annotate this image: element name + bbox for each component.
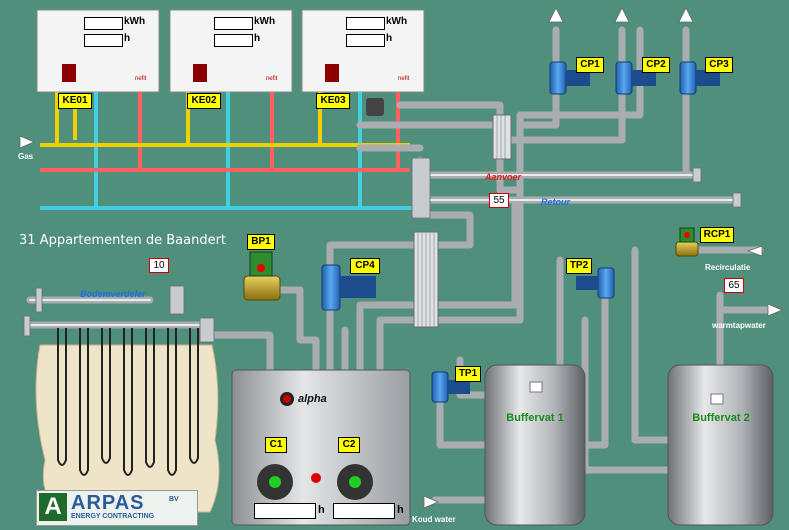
koud-water-label: Koud water	[412, 515, 456, 524]
aanvoer-label: Aanvoer	[485, 172, 522, 182]
ke02-energy-readout	[214, 17, 253, 30]
ke03-tag[interactable]: KE03	[316, 93, 350, 109]
c1-tag[interactable]: C1	[265, 437, 287, 453]
ke02-h-unit: h	[254, 33, 261, 44]
c1-hours-unit: h	[318, 504, 325, 516]
ke02-kwh-unit: kWh	[254, 16, 276, 27]
logo-name: ARPAS	[71, 492, 145, 514]
logo-suffix: BV	[169, 496, 179, 503]
flanges	[23, 157, 742, 343]
heatpump-brand: alpha	[298, 393, 327, 405]
retour-label: Retour	[541, 197, 570, 207]
buffervat1-label: Buffervat 1	[506, 412, 564, 424]
ke02-hours-readout	[214, 34, 253, 47]
ke01-tag[interactable]: KE01	[58, 93, 92, 109]
ke03-hours-readout	[346, 34, 385, 47]
arrow-heads	[19, 7, 784, 509]
page-title: 31 Appartementen de Baandert	[19, 233, 227, 248]
c2-hours-readout	[333, 503, 395, 519]
mains	[40, 143, 420, 210]
ground-field	[35, 328, 220, 513]
recirculatie-label: Recirculatie	[705, 263, 751, 272]
cp1-tag[interactable]: CP1	[576, 57, 604, 73]
ke02-tag[interactable]: KE02	[187, 93, 221, 109]
arpas-logo: A ARPAS BV ENERGY CONTRACTING	[36, 490, 198, 526]
buffervat2-label: Buffervat 2	[692, 412, 750, 424]
ke03-h-unit: h	[386, 33, 393, 44]
meter-drops	[55, 92, 400, 208]
bp1-tag[interactable]: BP1	[247, 234, 275, 250]
cp4-tag[interactable]: CP4	[350, 258, 380, 274]
buffer-tanks	[484, 364, 774, 526]
warmtapwater-label: warmtapwater	[712, 321, 766, 330]
ke01-hours-readout	[84, 34, 123, 47]
ke01-brand: nefit	[135, 76, 147, 82]
bodemverdeler-label: Bodemverdeler	[80, 289, 146, 299]
tp1-tag[interactable]: TP1	[455, 366, 481, 382]
bodem-temp-value: 10	[149, 258, 169, 273]
pipe-highlights	[29, 174, 736, 326]
ke03-kwh-unit: kWh	[386, 16, 408, 27]
ke01-h-unit: h	[124, 33, 131, 44]
warmtapwater-temp-value: 65	[724, 278, 744, 293]
c1-hours-readout	[254, 503, 316, 519]
cp3-tag[interactable]: CP3	[705, 57, 733, 73]
cp2-tag[interactable]: CP2	[642, 57, 670, 73]
ke01-kwh-unit: kWh	[124, 16, 146, 27]
valves	[243, 227, 699, 301]
ke03-brand: nefit	[398, 76, 410, 82]
arpas-logo-mark: A	[39, 493, 67, 521]
tp2-tag[interactable]: TP2	[566, 258, 592, 274]
c2-hours-unit: h	[397, 504, 404, 516]
heat-exchangers	[413, 114, 512, 328]
heat-pump-cabinet	[231, 369, 411, 526]
rcp1-tag[interactable]: RCP1	[700, 227, 734, 243]
aanvoer-temp-value: 55	[489, 193, 509, 208]
gas-label: Gas	[18, 152, 34, 161]
logo-tagline: ENERGY CONTRACTING	[71, 513, 155, 520]
ke01-energy-readout	[84, 17, 123, 30]
ke03-energy-readout	[346, 17, 385, 30]
ke02-brand: nefit	[266, 76, 278, 82]
pumps	[321, 61, 720, 403]
c2-tag[interactable]: C2	[338, 437, 360, 453]
